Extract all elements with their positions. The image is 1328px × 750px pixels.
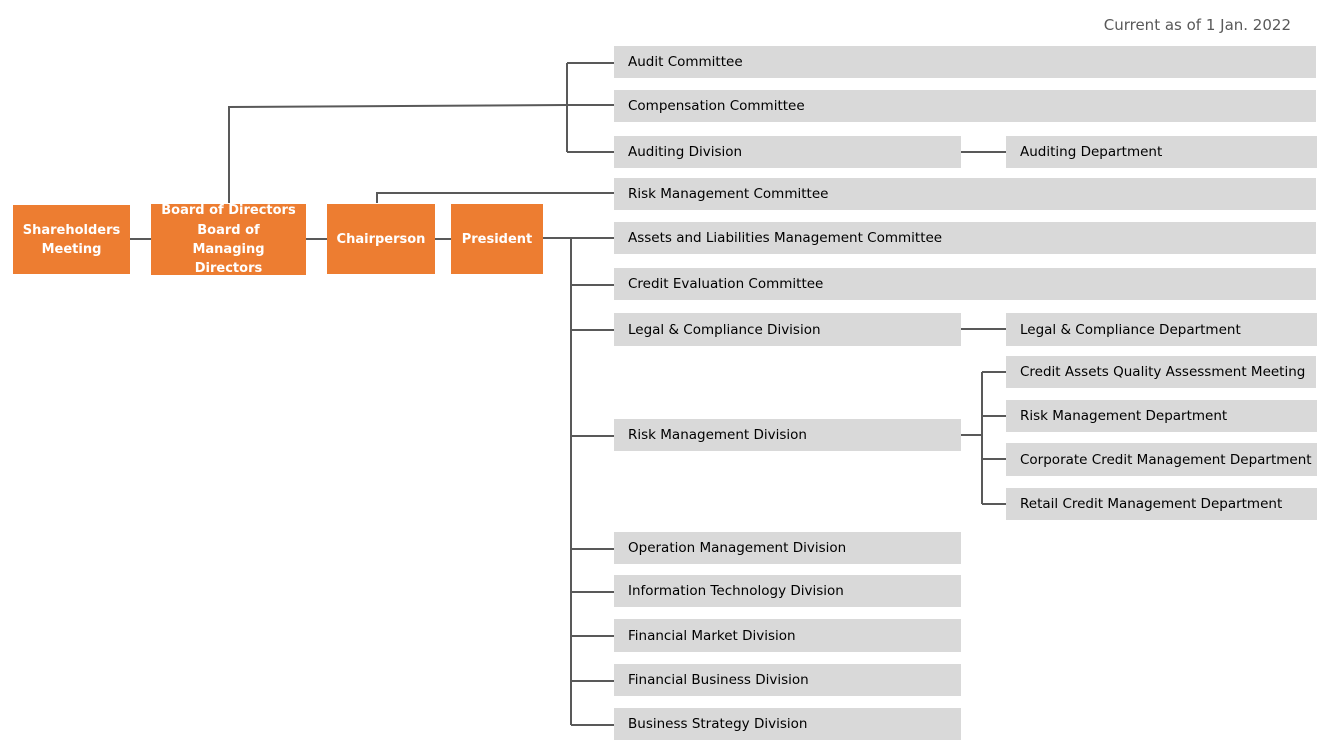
node-label: Shareholders Meeting	[22, 222, 121, 257]
node-label: Legal & Compliance Department	[1020, 321, 1241, 338]
node-information-technology-division: Information Technology Division	[614, 575, 961, 607]
node-label: President	[461, 231, 533, 247]
node-label: Risk Management Department	[1020, 408, 1228, 424]
node-audit-committee: Audit Committee	[614, 46, 1316, 78]
node-label: Assets and Liabilities Management Commit…	[628, 230, 943, 246]
node-auditing-division: Auditing Division	[614, 136, 961, 168]
node-legal-compliance-department: Legal & Compliance Department	[1006, 313, 1317, 346]
node-label: Risk Management Division	[628, 427, 807, 443]
node-compensation-committee: Compensation Committee	[614, 90, 1316, 122]
board-of-directors-label: Board of Directors	[161, 203, 296, 218]
node-label: Compensation Committee	[628, 98, 805, 114]
node-legal-compliance-division: Legal & Compliance Division	[614, 313, 961, 346]
node-label: Business Strategy Division	[628, 716, 808, 732]
node-label: Credit Evaluation Committee	[628, 276, 824, 292]
node-shareholders-meeting: Shareholders Meeting	[13, 205, 130, 274]
node-credit-assets-quality-assessment-meeting: Credit Assets Quality Assessment Meeting	[1006, 356, 1316, 388]
node-label: Legal & Compliance Division	[628, 321, 821, 338]
node-label: Risk Management Committee	[628, 186, 829, 202]
node-alm-committee: Assets and Liabilities Management Commit…	[614, 222, 1316, 254]
board-of-managing-directors-label: Board of Managing Directors	[192, 223, 265, 276]
node-operation-management-division: Operation Management Division	[614, 532, 961, 564]
node-risk-management-department: Risk Management Department	[1006, 400, 1317, 432]
node-chairperson: Chairperson	[327, 204, 435, 274]
node-auditing-department: Auditing Department	[1006, 136, 1317, 168]
node-label: Corporate Credit Management Department	[1020, 451, 1312, 468]
node-label: Credit Assets Quality Assessment Meeting	[1020, 364, 1306, 380]
node-financial-market-division: Financial Market Division	[614, 619, 961, 652]
node-business-strategy-division: Business Strategy Division	[614, 708, 961, 740]
date-note: Current as of 1 Jan. 2022	[1103, 16, 1291, 34]
node-retail-credit-management-department: Retail Credit Management Department	[1006, 488, 1317, 520]
node-risk-management-committee: Risk Management Committee	[614, 178, 1316, 210]
node-president: President	[451, 204, 543, 274]
node-board-of-directors: Board of Directors Board of Managing Dir…	[151, 203, 306, 276]
node-label: Retail Credit Management Department	[1020, 496, 1283, 512]
node-corporate-credit-management-department: Corporate Credit Management Department	[1006, 443, 1317, 476]
node-credit-evaluation-committee: Credit Evaluation Committee	[614, 268, 1316, 300]
node-label: Information Technology Division	[628, 583, 844, 599]
node-label: Audit Committee	[628, 54, 743, 70]
node-label: Financial Market Division	[628, 627, 796, 644]
node-label: Financial Business Division	[628, 672, 809, 688]
node-label: Operation Management Division	[628, 540, 847, 556]
node-label: Chairperson	[336, 231, 426, 247]
node-risk-management-division: Risk Management Division	[614, 419, 961, 451]
node-label: Auditing Department	[1020, 144, 1163, 160]
node-financial-business-division: Financial Business Division	[614, 664, 961, 696]
node-label: Auditing Division	[628, 144, 743, 160]
